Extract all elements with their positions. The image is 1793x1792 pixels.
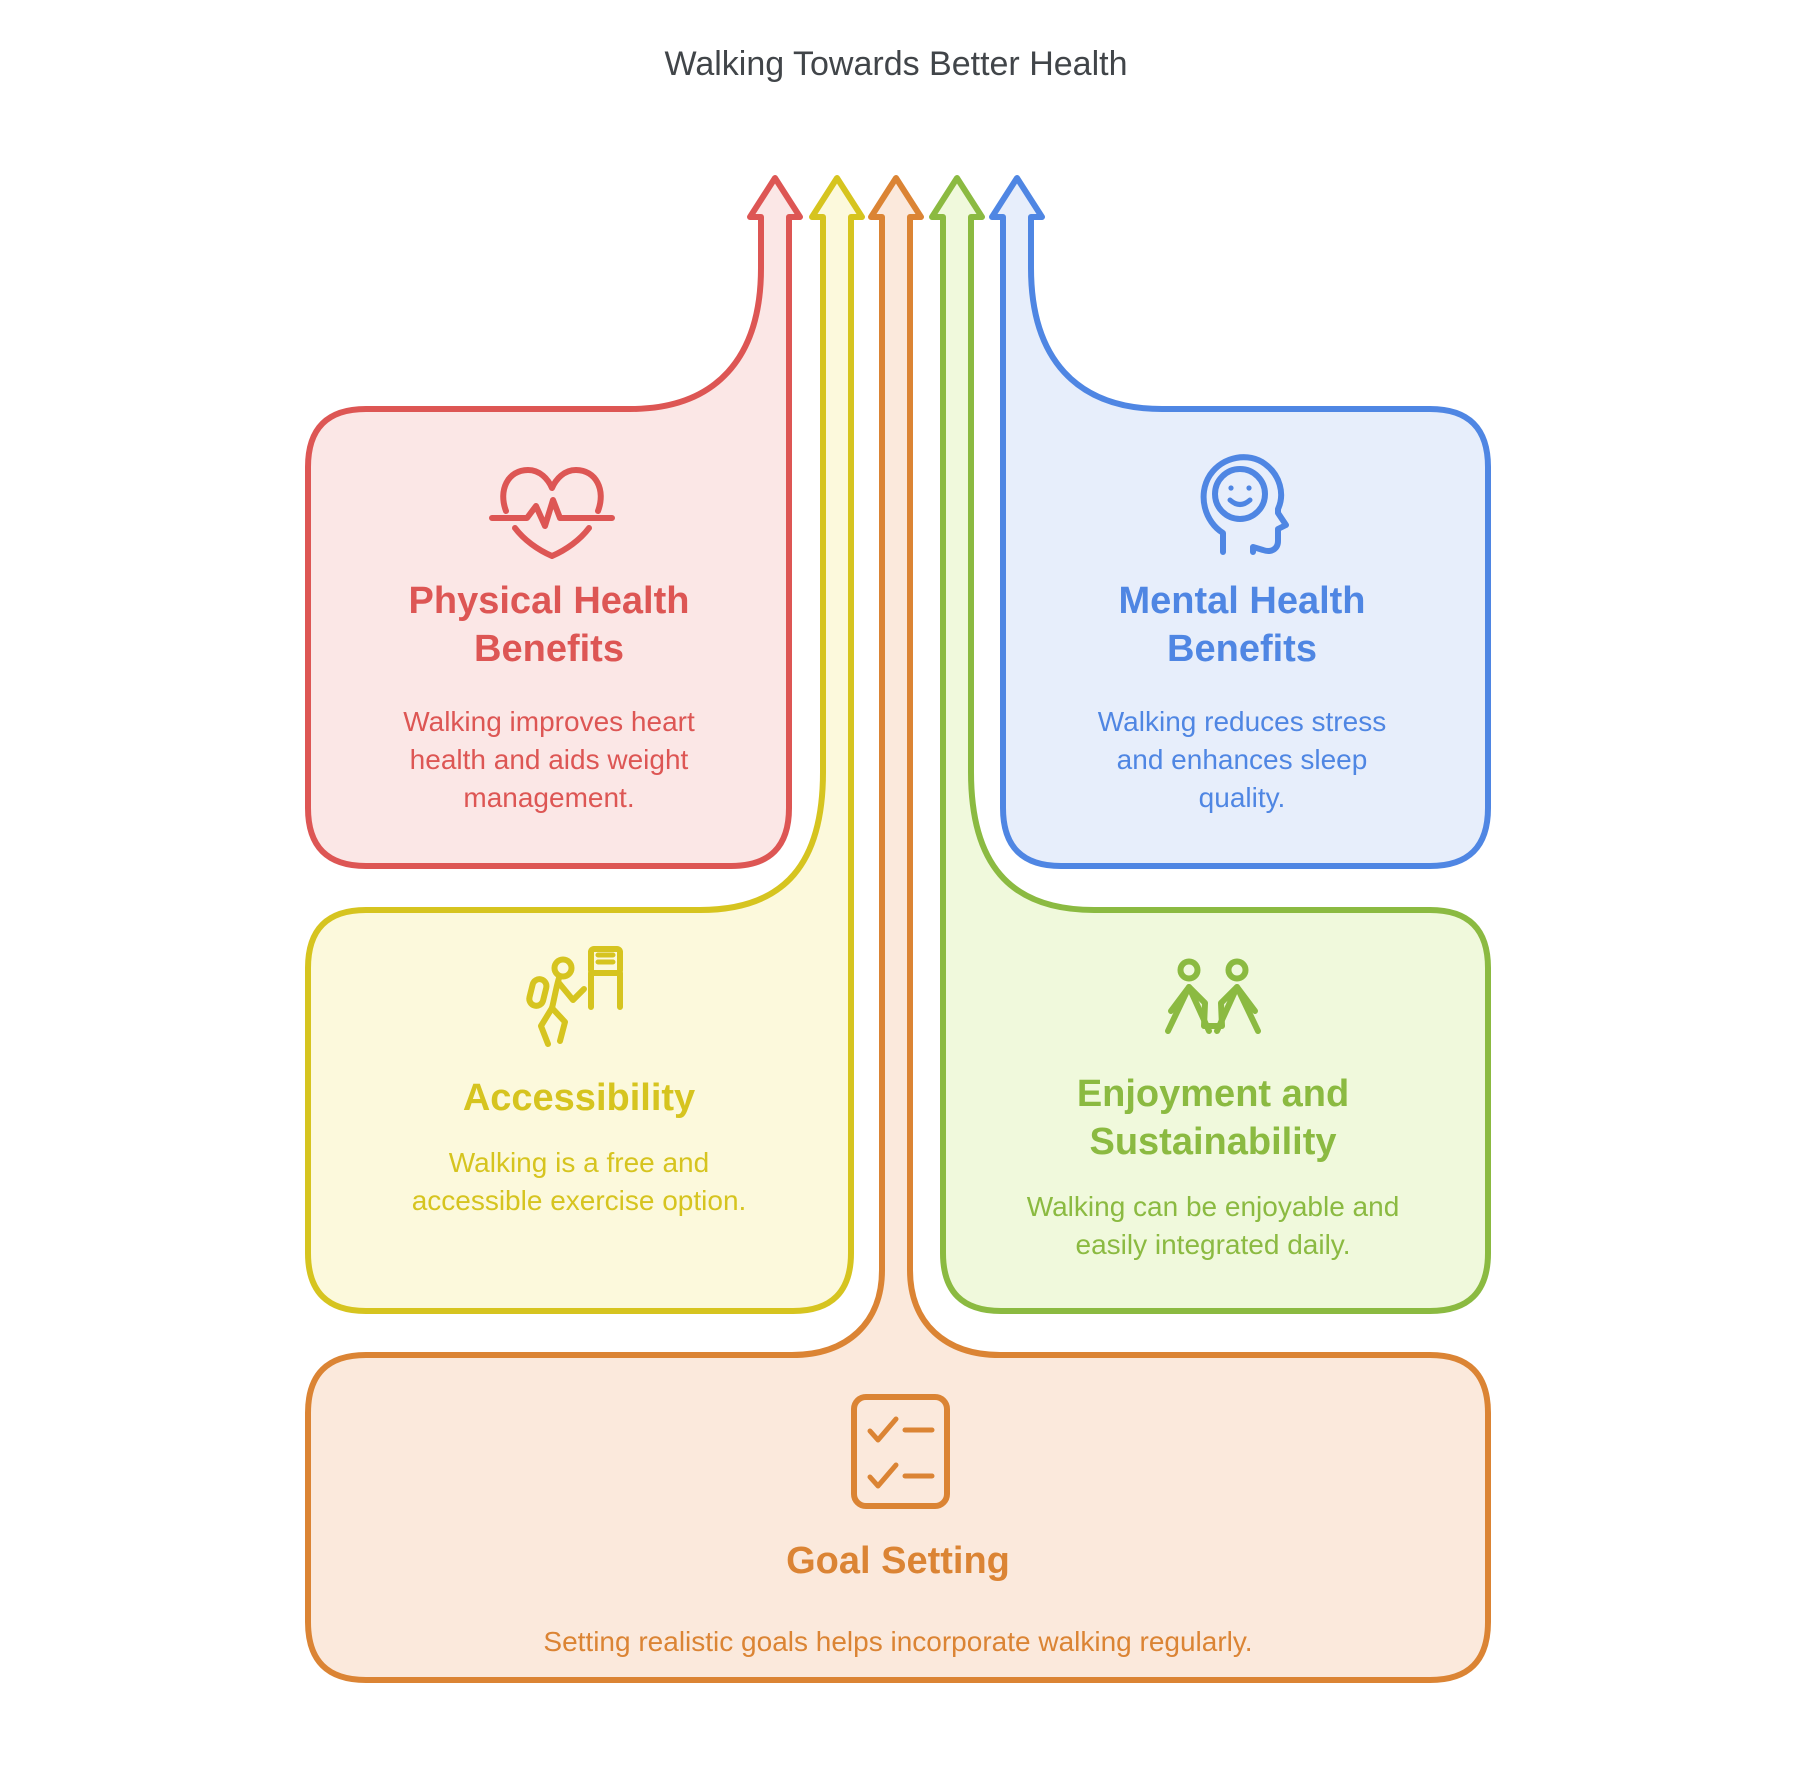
physical-health-desc-line1: Walking improves heart (403, 706, 695, 737)
bubble-enjoyment-sustainability (929, 175, 1491, 1314)
mental-health-arrow-shape (989, 175, 1491, 869)
accessibility-desc-line1: Walking is a free and (448, 1147, 710, 1178)
heart-pulse-icon (489, 467, 615, 559)
physical-health-title-line2: Benefits (474, 628, 624, 670)
physical-health-title: Physical Health Benefits (349, 577, 749, 673)
physical-health-desc-line3: management. (463, 782, 635, 813)
goal-setting-description: Setting realistic goals helps incorporat… (498, 1623, 1298, 1661)
bubble-accessibility (305, 175, 865, 1314)
enjoyment-desc-line1: Walking can be enjoyable and (1026, 1191, 1400, 1222)
physical-health-title-line1: Physical Health (408, 580, 690, 622)
mental-health-title: Mental Health Benefits (1042, 577, 1442, 673)
two-people-icon (1165, 958, 1261, 1034)
walking-person-sign-icon (526, 946, 623, 1047)
accessibility-desc-line2: accessible exercise option. (411, 1185, 747, 1216)
accessibility-title: Accessibility (379, 1074, 779, 1122)
enjoyment-title: Enjoyment and Sustainability (1013, 1070, 1413, 1166)
enjoyment-title-line2: Sustainability (1089, 1121, 1337, 1163)
mental-health-desc-line1: Walking reduces stress (1097, 706, 1387, 737)
enjoyment-desc-line2: easily integrated daily. (1075, 1229, 1351, 1260)
goal-setting-title-line1: Goal Setting (786, 1540, 1010, 1582)
mental-health-desc-line2: and enhances sleep (1116, 744, 1368, 775)
bubble-goal-setting (305, 175, 1491, 1683)
mental-health-title-line2: Benefits (1167, 628, 1317, 670)
accessibility-title-line1: Accessibility (462, 1077, 696, 1119)
mental-health-description: Walking reduces stress and enhances slee… (1042, 703, 1442, 817)
accessibility-description: Walking is a free and accessible exercis… (379, 1144, 779, 1220)
bubble-physical-health (305, 175, 803, 869)
checklist-icon (851, 1394, 950, 1509)
goal-setting-title: Goal Setting (648, 1537, 1148, 1585)
physical-health-description: Walking improves heart health and aids w… (349, 703, 749, 817)
goal-setting-arrow-shape (305, 175, 1491, 1683)
enjoyment-title-line1: Enjoyment and (1076, 1073, 1350, 1115)
enjoyment-arrow-shape (929, 175, 1491, 1314)
physical-health-arrow-shape (305, 175, 803, 869)
goal-setting-desc-line1: Setting realistic goals helps incorporat… (543, 1626, 1253, 1657)
mental-health-title-line1: Mental Health (1118, 580, 1366, 622)
physical-health-desc-line2: health and aids weight (409, 744, 689, 775)
head-smile-icon (1200, 454, 1289, 555)
mental-health-desc-line3: quality. (1198, 782, 1286, 813)
page-title: Walking Towards Better Health (664, 45, 1128, 83)
bubble-mental-health (989, 175, 1491, 869)
accessibility-arrow-shape (305, 175, 865, 1314)
enjoyment-description: Walking can be enjoyable and easily inte… (1013, 1188, 1413, 1264)
